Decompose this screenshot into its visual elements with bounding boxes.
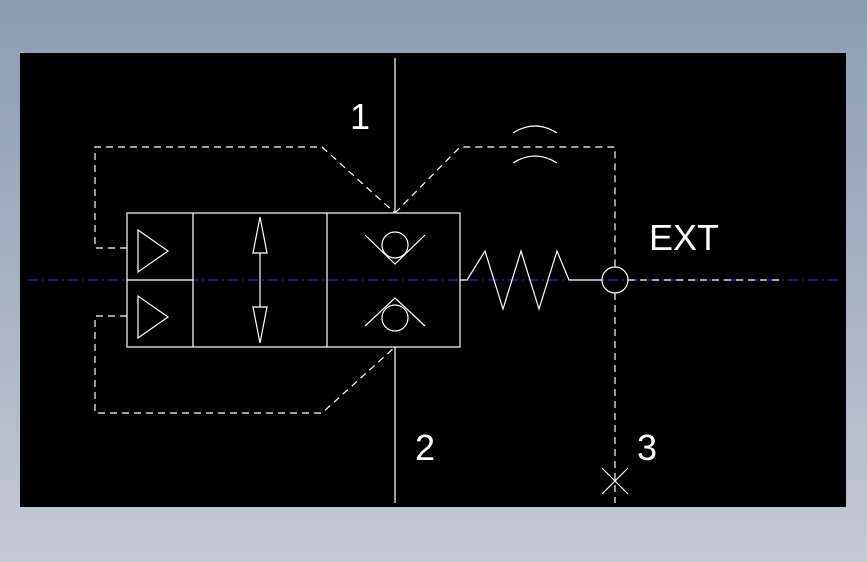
port-3-plug-mark-b	[601, 467, 629, 495]
port-3-label: 3	[637, 427, 657, 468]
pilot-line-bottom	[94, 315, 396, 414]
port-2-label: 2	[415, 427, 435, 468]
check-valve-ball-bottom	[381, 304, 409, 332]
double-arrow-head-up	[252, 216, 268, 254]
pilot-triangle-top	[137, 228, 170, 274]
pilot-line-top-left	[94, 146, 396, 249]
pilot-triangle-bottom	[137, 294, 170, 340]
pilot-line-top-right	[394, 146, 616, 267]
port-1-label: 1	[350, 96, 370, 137]
check-valve-seat-bottom	[364, 297, 426, 327]
double-arrow-head-down	[252, 306, 268, 344]
ext-label: EXT	[649, 217, 719, 258]
orifice	[512, 125, 558, 164]
check-valve-ball-top	[381, 231, 409, 259]
spring	[460, 248, 602, 312]
check-valve-seat-top	[364, 234, 426, 265]
drawing-viewport[interactable]: 1 2 3 EXT	[20, 53, 846, 507]
hydraulic-valve-schematic: 1 2 3 EXT	[28, 58, 840, 503]
